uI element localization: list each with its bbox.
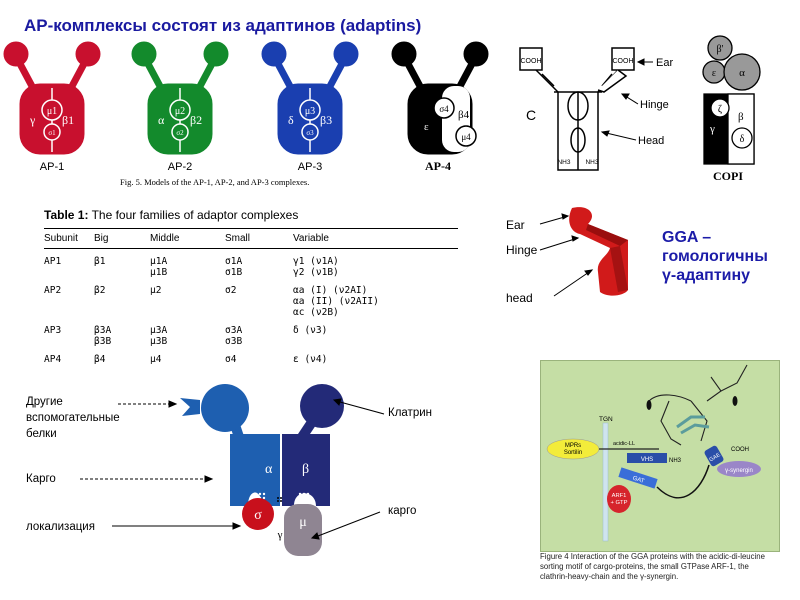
copi-model: β' ε α ζ γ β δ COPI <box>702 35 761 182</box>
fig4-vhs: VHS <box>641 457 653 463</box>
fig4-sortilin: Sortilin <box>564 450 582 456</box>
ap2-large-right: β2 <box>190 113 202 127</box>
ap1-large-right: β1 <box>62 113 74 127</box>
ap4-model: σ4 μ4 ε β4 AP-4 <box>392 42 488 173</box>
schematic-left-cooh: COOH <box>521 58 542 65</box>
ap4-medium: μ4 <box>461 132 471 142</box>
table-header: Big <box>94 233 109 244</box>
gga-head-label: head <box>506 291 533 305</box>
fig4-gsyn: γ-synergin <box>725 468 753 474</box>
copi-beta-prime: β' <box>717 44 724 55</box>
ap1-small: σ1 <box>48 129 56 137</box>
ap2-clathrin-diagram: α β σ μ γ <box>180 384 344 556</box>
ap2-medium: μ2 <box>175 106 185 117</box>
copi-delta: δ <box>740 134 745 145</box>
gga-ear-label: Ear <box>506 218 525 232</box>
adaptor-families-table: Table 1: The four families of adaptor co… <box>44 208 458 365</box>
cargo-label: Карго <box>26 473 56 485</box>
ap4-label: AP-4 <box>425 159 451 173</box>
ap1-model: μ1 σ1 γ β1 AP-1 <box>4 42 100 173</box>
ap1-medium: μ1 <box>47 106 57 117</box>
cargo-lower-label: карго <box>388 505 417 517</box>
fig4-caption: Figure 4 Interaction of the GGA proteins… <box>540 552 765 581</box>
ap2-model: μ2 σ2 α β2 AP-2 <box>132 42 228 173</box>
copi-epsilon: ε <box>712 68 716 79</box>
ap2-large-left: α <box>158 113 165 127</box>
table-row: AP4 β4 μ4 σ4 ε (ν4) <box>44 354 328 365</box>
fig4-diagram: TGN MPRs Sortilin acidic-LL VHS NH3 GAT … <box>546 364 761 542</box>
bl-alpha: α <box>265 462 273 477</box>
ap3-label: AP-3 <box>298 161 322 173</box>
page-title: АР-комплексы состоят из адаптинов (adapt… <box>24 16 422 35</box>
copi-label: COPI <box>713 169 743 182</box>
schematic-head: Head <box>638 135 664 147</box>
fig5-caption: Fig. 5. Models of the AP-1, AP-2, and AP… <box>120 177 309 187</box>
ap2-label: AP-2 <box>168 161 192 173</box>
adaptor-schematic: COOH COOH NH3 NH3 C Ear Hinge Head <box>519 47 673 171</box>
fig4-nh3: NH3 <box>669 458 682 464</box>
table-header: Small <box>225 233 251 244</box>
schematic-right-nh3: NH3 <box>585 159 598 166</box>
schematic-left-nh3: NH3 <box>557 159 570 166</box>
table-title: Table 1: The four families of adaptor co… <box>44 208 299 222</box>
fig4-gat: GAT <box>632 476 645 485</box>
table-header-row: Subunit Big Middle Small Variable <box>44 229 458 248</box>
clathrin-label: Клатрин <box>388 407 432 419</box>
ap2-small: σ2 <box>176 129 184 137</box>
bl-beta: β <box>302 462 309 477</box>
fig4-panel: TGN MPRs Sortilin acidic-LL VHS NH3 GAT … <box>540 360 780 552</box>
other-proteins-label: Другие вспомогательные белки <box>26 396 120 440</box>
schematic-ear: Ear <box>656 57 673 69</box>
table-header: Middle <box>150 233 180 244</box>
fig4-mpr: MPRs <box>565 443 581 449</box>
schematic-c-label: C <box>526 107 536 123</box>
copi-alpha: α <box>739 67 745 79</box>
fig4-gtp: + GTP <box>611 500 628 506</box>
bl-sigma: σ <box>254 508 262 523</box>
gga-hinge-label: Hinge <box>506 243 538 257</box>
ap1-large-left: γ <box>29 113 36 127</box>
ap-models-figure: μ1 σ1 γ β1 AP-1 μ2 σ2 α β2 AP-2 μ3 σ3 δ … <box>0 40 520 187</box>
fig4-cooh: COOH <box>731 447 749 453</box>
schematic-hinge: Hinge <box>640 99 669 111</box>
schematic-right-cooh: COOH <box>613 58 634 65</box>
fig4-gae: GAE <box>708 452 721 463</box>
bl-gamma: γ <box>277 529 283 541</box>
ap4-small: σ4 <box>439 104 449 114</box>
bottom-left-arrows <box>80 398 385 540</box>
ap4-large-left: ε <box>424 121 429 133</box>
table-row: AP2 β2 μ2 σ2 αa (I) (ν2AI)αa (II) (ν2AII… <box>44 285 379 318</box>
ap3-large-right: β3 <box>320 113 332 127</box>
copi-gamma: γ <box>709 123 715 135</box>
ap1-label: AP-1 <box>40 161 64 173</box>
ap3-medium: μ3 <box>305 106 315 117</box>
fig4-arf: ARF1 <box>612 493 627 499</box>
bl-mu: μ <box>299 515 307 530</box>
table-header: Variable <box>293 233 329 244</box>
table-header: Subunit <box>44 233 78 244</box>
gga-structure <box>539 207 628 297</box>
fig4-tgn: TGN <box>599 416 613 423</box>
ap3-model: μ3 σ3 δ β3 AP-3 <box>262 42 358 173</box>
ap3-large-left: δ <box>288 113 294 127</box>
copi-zeta: ζ <box>718 104 722 115</box>
ap3-small: σ3 <box>306 129 314 137</box>
localization-label: локализация <box>26 521 95 533</box>
ap4-large-right: β4 <box>458 109 470 121</box>
copi-beta: β <box>738 111 744 123</box>
gga-title: GGA – гомологичны γ-адаптину <box>662 229 768 284</box>
fig4-acidic: acidic-LL <box>613 441 635 447</box>
